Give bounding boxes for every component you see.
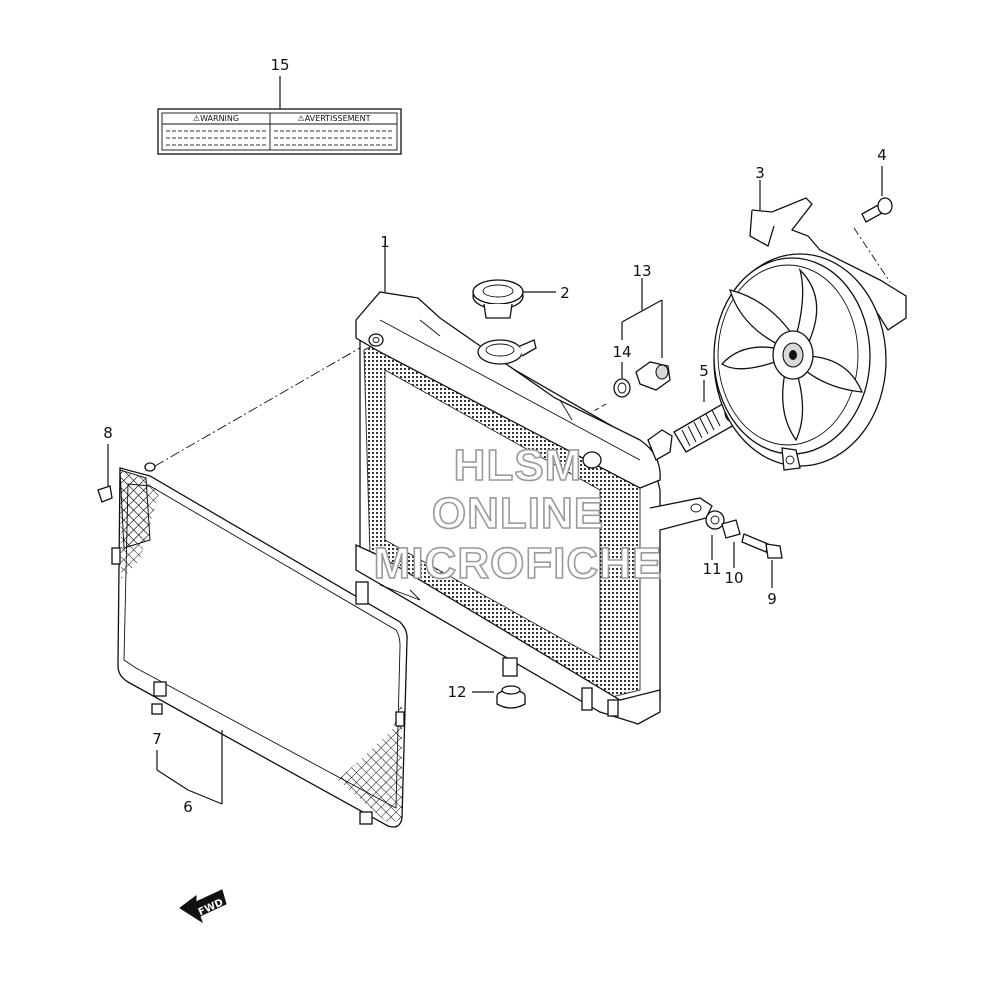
callout-15: 15 xyxy=(270,56,289,74)
radiator-cap-part-2 xyxy=(472,279,556,365)
radiator-guard-part-6 xyxy=(111,340,408,828)
callout-12: 12 xyxy=(447,683,466,701)
watermark-line-2: ONLINE xyxy=(432,489,604,538)
cooling-fan-part-3 xyxy=(713,180,907,471)
watermark: HLSM ONLINE MICROFICHE xyxy=(373,440,663,589)
radiator-part-1 xyxy=(355,240,713,725)
callout-3: 3 xyxy=(755,164,765,182)
o-ring-part-14 xyxy=(591,362,631,413)
warning-label-right-text: ⚠AVERTISSEMENT xyxy=(298,114,371,123)
callout-4: 4 xyxy=(877,146,887,164)
callout-11: 11 xyxy=(702,560,721,578)
bolt-part-4 xyxy=(853,166,893,283)
callout-13: 13 xyxy=(632,262,651,280)
callout-14: 14 xyxy=(612,343,631,361)
watermark-line-3: MICROFICHE xyxy=(374,539,663,588)
cushion-part-11 xyxy=(705,510,725,560)
warning-label-part-15: ⚠WARNING ⚠AVERTISSEMENT xyxy=(157,76,402,155)
collar-part-10 xyxy=(721,519,741,568)
grommet-part-12 xyxy=(472,685,526,709)
warning-label-left-text: ⚠WARNING xyxy=(193,114,239,123)
callout-7: 7 xyxy=(152,730,162,748)
forward-direction-arrow: FWD xyxy=(179,889,227,924)
callout-9: 9 xyxy=(767,590,777,608)
callout-10: 10 xyxy=(724,569,743,587)
callout-2: 2 xyxy=(560,284,570,302)
thermo-switch-part-13 xyxy=(621,278,671,391)
watermark-line-1: HLSM xyxy=(454,441,583,490)
callout-8: 8 xyxy=(103,424,113,442)
callout-6: 6 xyxy=(183,798,193,816)
callout-1: 1 xyxy=(380,233,390,251)
callout-numbers: 15 1 2 3 4 13 14 5 8 11 10 9 12 7 6 xyxy=(103,56,887,816)
bolt-part-9 xyxy=(741,533,783,588)
callout-5: 5 xyxy=(699,362,709,380)
clip-part-8 xyxy=(97,444,113,503)
leader-lines-6-7 xyxy=(156,730,223,805)
